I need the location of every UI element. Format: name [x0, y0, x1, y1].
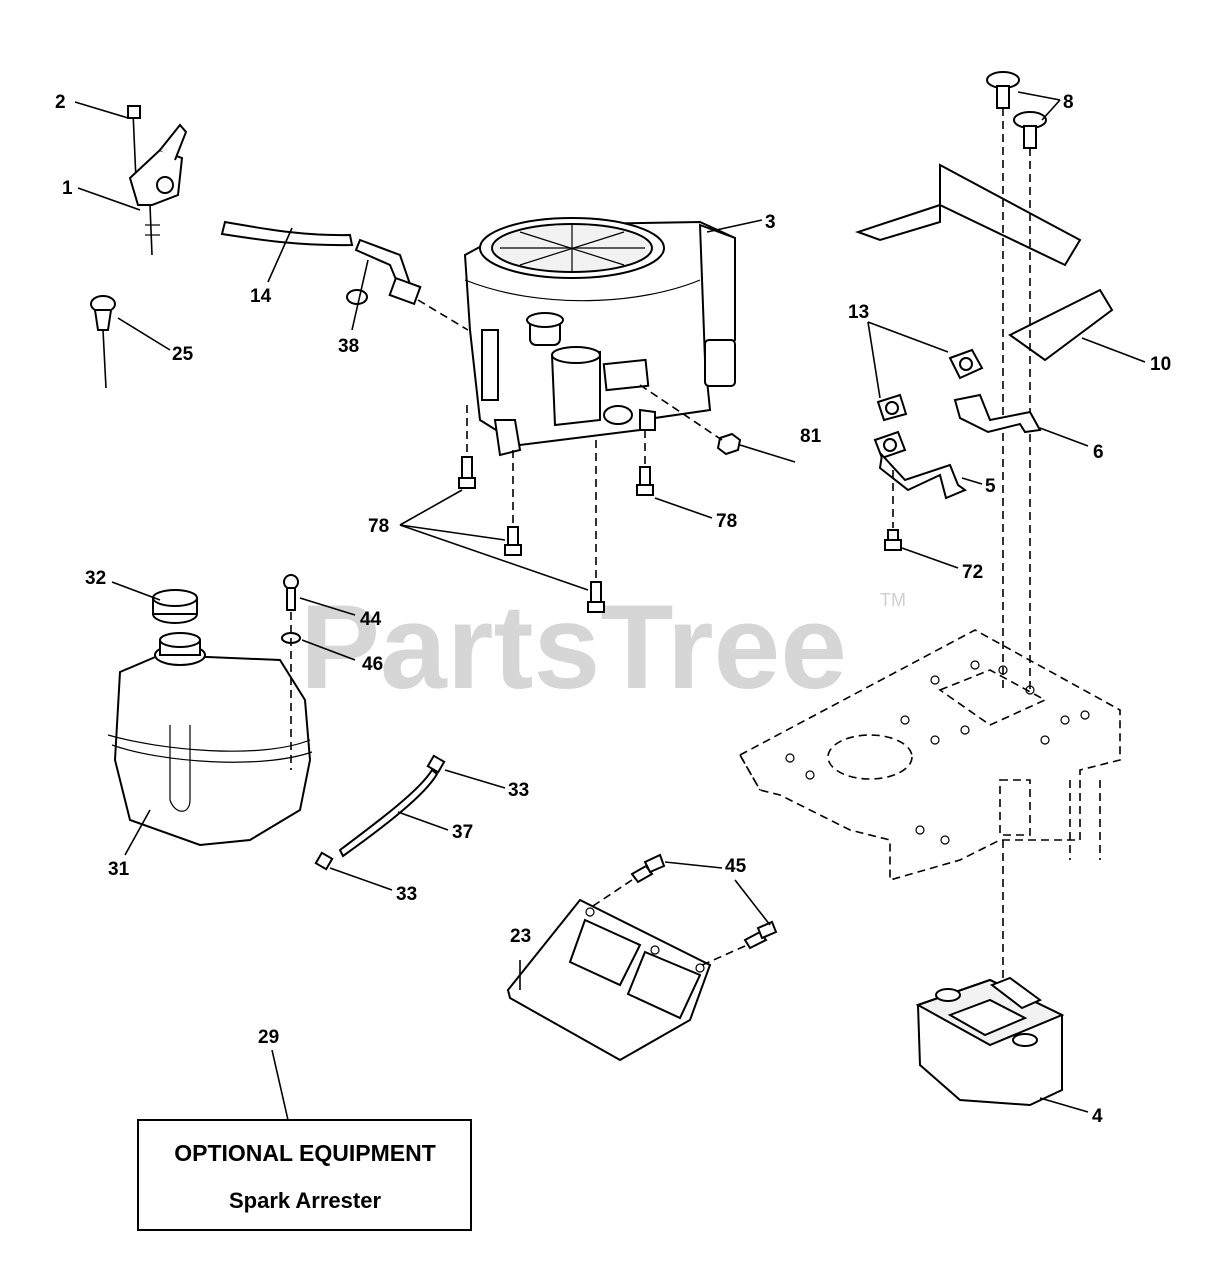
callout-44: 44 [360, 609, 382, 630]
nut-81 [716, 432, 742, 456]
callout-33-top: 33 [508, 780, 529, 801]
frame [738, 629, 1121, 882]
callout-25: 25 [172, 344, 194, 365]
engine-guard [506, 898, 712, 1062]
fuel-tank [107, 632, 313, 847]
optional-equipment-title: OPTIONAL EQUIPMENT [174, 1140, 436, 1166]
fuel-cap [152, 589, 198, 624]
fuel-hose [314, 754, 446, 871]
watermark-text: PartsTree [300, 580, 847, 714]
callout-78-right: 78 [716, 511, 737, 532]
optional-equipment-subtitle: Spark Arrester [229, 1188, 381, 1213]
fuel-line [220, 220, 422, 306]
callout-23: 23 [510, 926, 531, 947]
callout-29: 29 [258, 1027, 279, 1048]
callout-33-bottom: 33 [396, 884, 417, 905]
callout-1: 1 [62, 178, 73, 199]
callout-5: 5 [985, 476, 996, 497]
callout-3: 3 [765, 212, 776, 233]
dipstick [90, 295, 116, 389]
callout-38: 38 [338, 336, 359, 357]
engine [463, 217, 736, 457]
heat-shield-10 [854, 163, 1114, 362]
callout-46: 46 [362, 654, 383, 675]
callout-78-left: 78 [368, 516, 389, 537]
callout-32: 32 [85, 568, 106, 589]
watermark-tm: TM [880, 590, 906, 610]
callout-37: 37 [452, 822, 473, 843]
muffler [915, 976, 1065, 1107]
callout-45: 45 [725, 856, 747, 877]
throttle-bracket [127, 105, 188, 256]
callout-6: 6 [1093, 442, 1104, 463]
callout-10: 10 [1150, 354, 1171, 375]
optional-equipment-box [137, 1119, 472, 1231]
callout-4: 4 [1092, 1106, 1103, 1127]
callout-14: 14 [250, 286, 272, 307]
bolt-72 [884, 470, 902, 551]
bolts-78 [458, 405, 654, 613]
screws-45 [630, 853, 778, 950]
callout-13: 13 [848, 302, 869, 323]
screws-8 [986, 71, 1047, 149]
screw-44 [283, 574, 299, 611]
callout-2: 2 [55, 92, 66, 113]
callout-81: 81 [800, 426, 822, 447]
exhaust-pipes [873, 348, 1042, 500]
callout-72: 72 [962, 562, 983, 583]
callout-31: 31 [108, 859, 130, 880]
callout-8: 8 [1063, 92, 1074, 113]
